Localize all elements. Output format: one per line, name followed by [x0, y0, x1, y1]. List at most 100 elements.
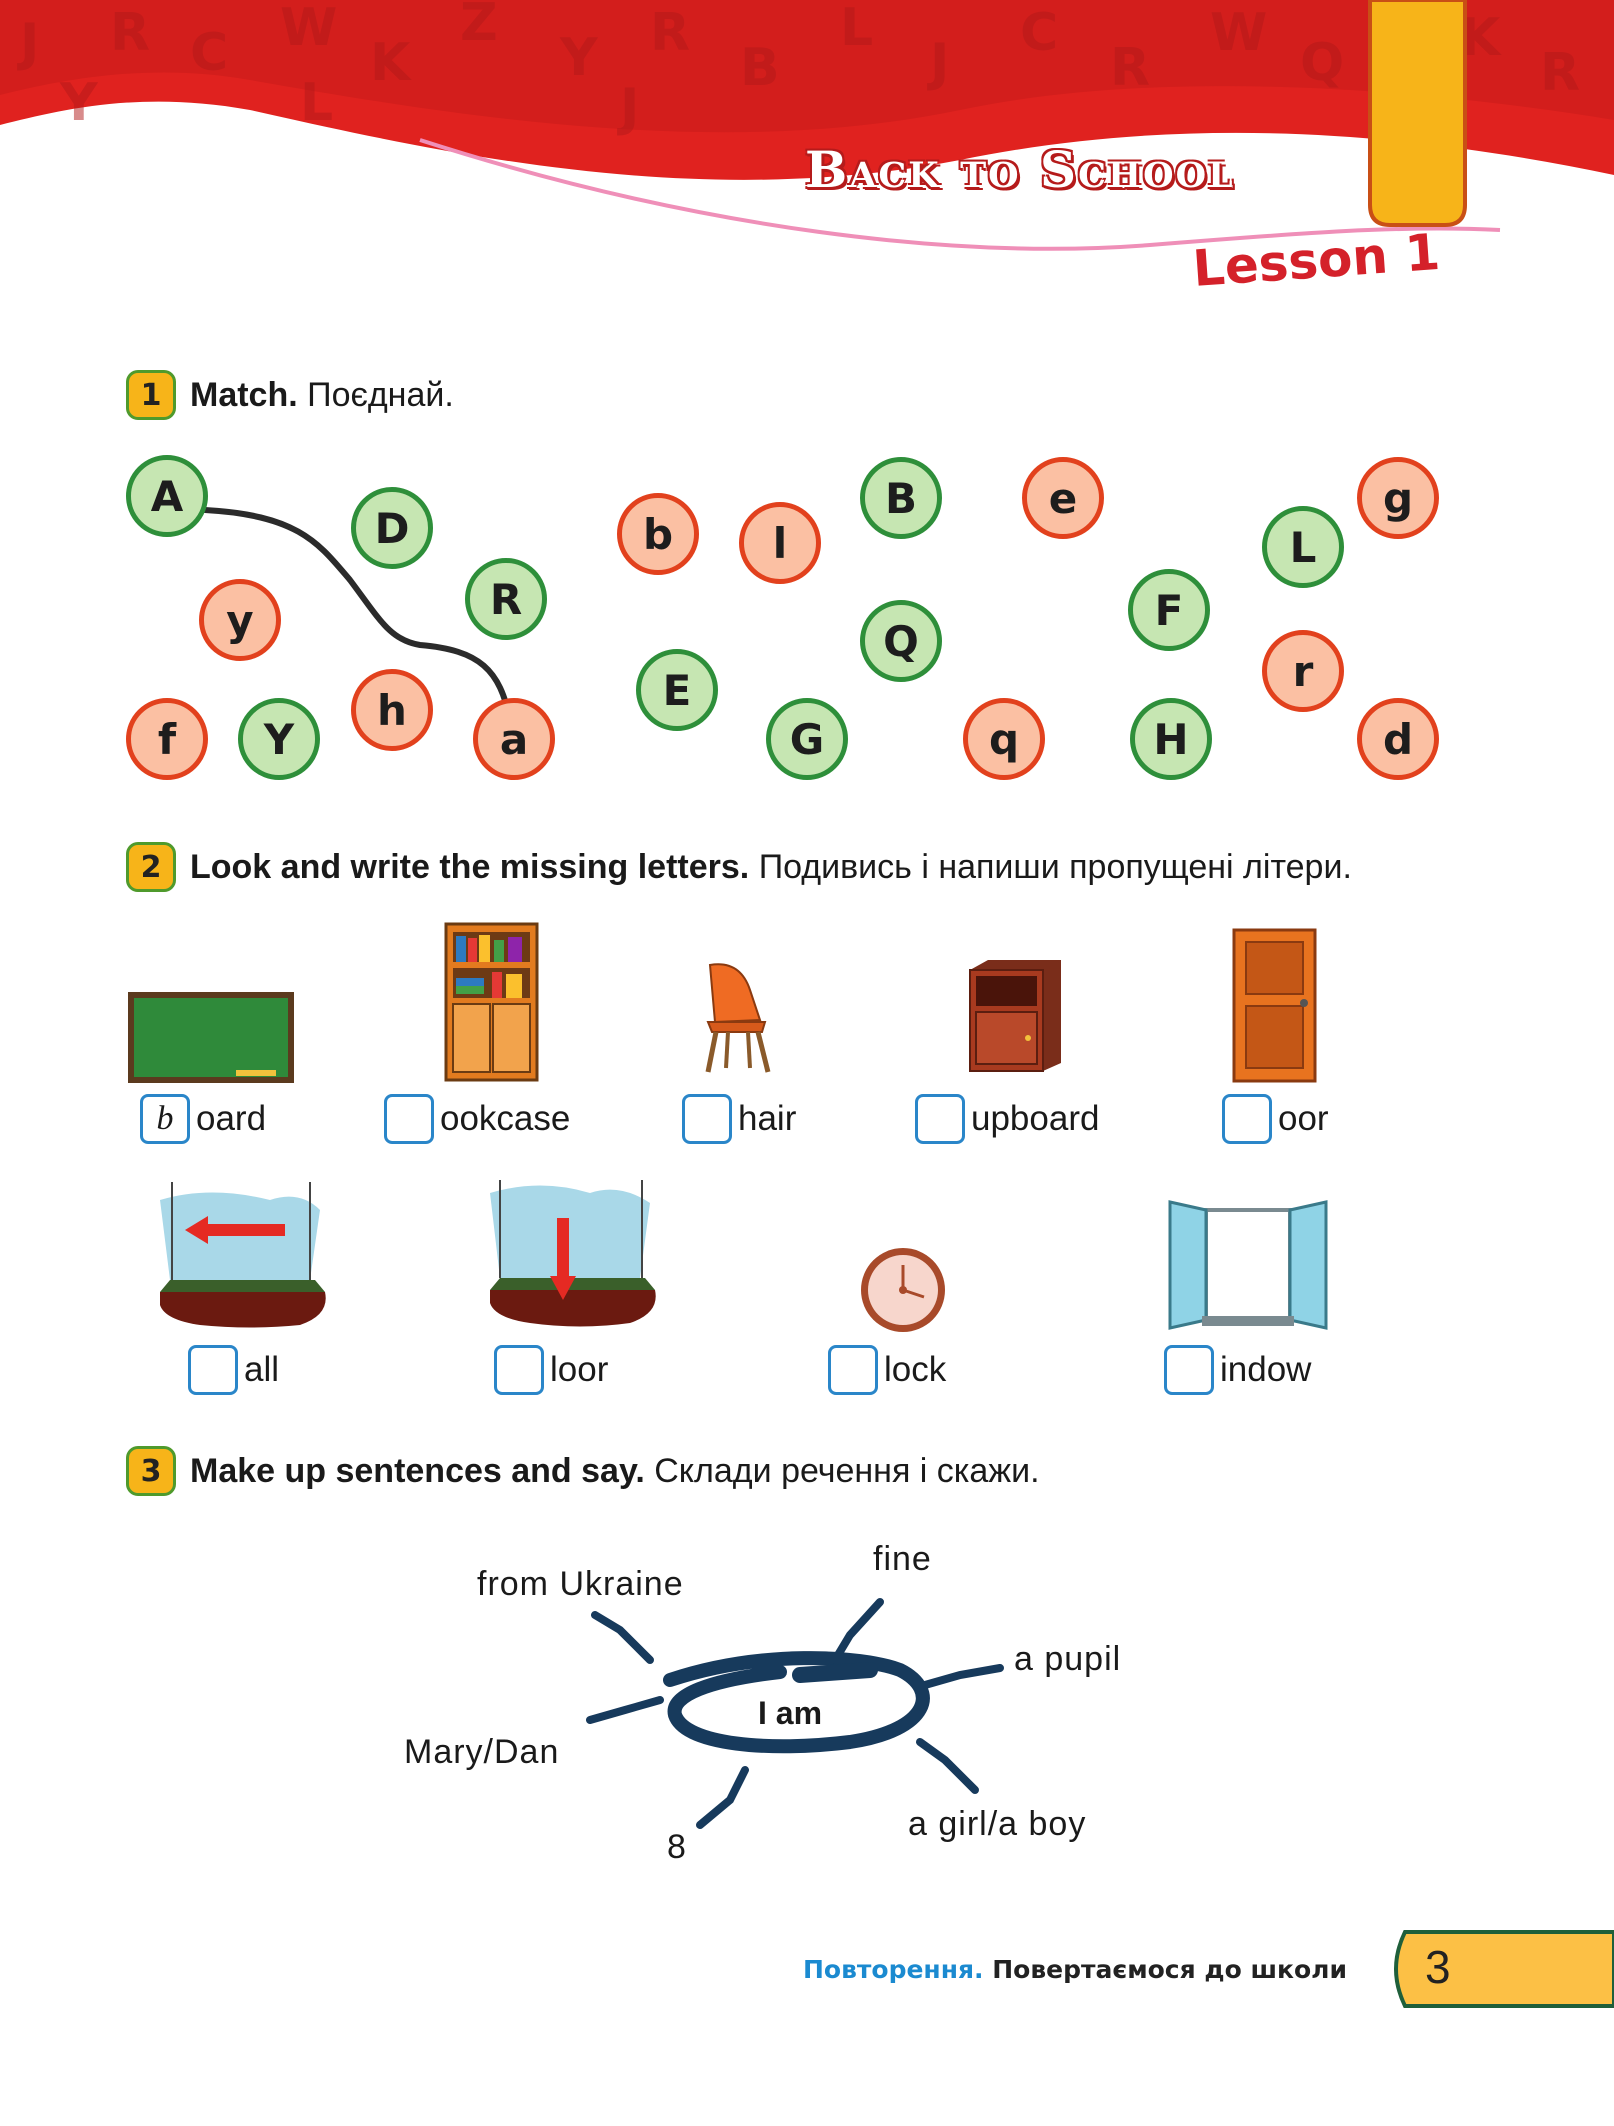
svg-text:R: R	[1540, 43, 1580, 103]
door-icon	[1232, 928, 1317, 1083]
window-icon	[1168, 1200, 1328, 1330]
letter-box[interactable]	[828, 1345, 878, 1395]
word-board: b oard	[140, 1094, 266, 1144]
mind-map-word: Mary/Dan	[404, 1733, 560, 1771]
letter-circle-h[interactable]: h	[351, 669, 433, 751]
svg-text:Y: Y	[59, 73, 99, 133]
footer-section: Повторення.	[803, 1955, 984, 1984]
letter-box[interactable]	[1222, 1094, 1272, 1144]
word-chair: hair	[682, 1094, 796, 1144]
svg-text:W: W	[1210, 3, 1267, 63]
letter-box[interactable]: b	[140, 1094, 190, 1144]
word-ending: oor	[1278, 1099, 1329, 1138]
cupboard-icon	[969, 960, 1061, 1072]
letter-box[interactable]	[1164, 1345, 1214, 1395]
letter-circle-B[interactable]: B	[860, 457, 942, 539]
letter-circle-Y[interactable]: Y	[238, 698, 320, 780]
letter-circle-L[interactable]: L	[1262, 506, 1344, 588]
footer-caption: Повторення. Повертаємося до школи	[803, 1955, 1347, 1984]
letter-box[interactable]	[494, 1345, 544, 1395]
letter-circle-F[interactable]: F	[1128, 569, 1210, 651]
word-bookcase: ookcase	[384, 1094, 570, 1144]
letter-circle-a[interactable]: a	[473, 698, 555, 780]
mind-map-diagram	[586, 1598, 1004, 1829]
task-instruction-en: Match.	[190, 375, 298, 414]
page-number-tab	[1394, 1930, 1614, 2008]
word-ending: lock	[884, 1350, 947, 1389]
word-ending: oard	[196, 1099, 267, 1138]
mind-map-word: fine	[873, 1540, 932, 1578]
letter-circle-E[interactable]: E	[636, 649, 718, 731]
letter-circle-q[interactable]: q	[963, 698, 1045, 780]
word-ending: loor	[550, 1350, 609, 1389]
svg-text:K: K	[370, 33, 412, 93]
bookcase-icon	[444, 922, 539, 1082]
letter-box[interactable]	[384, 1094, 434, 1144]
blackboard-icon	[128, 992, 294, 1083]
match-example-line	[202, 507, 513, 723]
letter-circle-A[interactable]: A	[126, 455, 208, 537]
letter-circle-e[interactable]: e	[1022, 457, 1104, 539]
letter-circle-d[interactable]: d	[1357, 698, 1439, 780]
svg-text:Y: Y	[559, 28, 599, 88]
letter-circle-r[interactable]: r	[1262, 630, 1344, 712]
word-window: indow	[1164, 1345, 1311, 1395]
footer-subtitle: Повертаємося до школи	[992, 1955, 1347, 1984]
mind-map-center: I am	[758, 1695, 823, 1731]
svg-text:Q: Q	[1300, 33, 1344, 93]
task-instruction-en: Make up sentences and say.	[190, 1451, 645, 1490]
task-instruction-ua: Склади речення і скажи.	[654, 1451, 1040, 1490]
svg-text:L: L	[300, 73, 333, 133]
letter-circle-Q[interactable]: Q	[860, 600, 942, 682]
svg-text:R: R	[650, 3, 690, 63]
svg-text:Z: Z	[460, 0, 498, 53]
letter-circle-g[interactable]: g	[1357, 457, 1439, 539]
letter-circle-f[interactable]: f	[126, 698, 208, 780]
svg-text:J: J	[927, 33, 949, 93]
svg-text:B: B	[740, 38, 780, 98]
task-1-heading: 1 Match. Поєднай.	[126, 370, 454, 420]
task-instruction: Make up sentences and say. Склади реченн…	[190, 1452, 1040, 1491]
word-ending: ookcase	[440, 1099, 571, 1138]
clock-icon	[861, 1248, 945, 1332]
task-instruction-en: Look and write the missing letters.	[190, 847, 750, 886]
letter-box[interactable]	[682, 1094, 732, 1144]
svg-text:L: L	[840, 0, 873, 58]
svg-text:W: W	[280, 0, 337, 58]
floor-icon	[490, 1180, 656, 1327]
svg-text:C: C	[1020, 3, 1058, 63]
mind-map-word: a girl/a boy	[908, 1805, 1087, 1843]
task-number-badge: 2	[126, 842, 176, 892]
word-floor: loor	[494, 1345, 608, 1395]
svg-text:J: J	[17, 13, 39, 73]
svg-text:C: C	[190, 23, 228, 83]
task-instruction-ua: Поєднай.	[307, 375, 454, 414]
task-instruction: Look and write the missing letters. Поди…	[190, 848, 1352, 887]
letter-circle-y[interactable]: y	[199, 579, 281, 661]
mind-map-word: from Ukraine	[477, 1565, 684, 1603]
task-number-badge: 1	[126, 370, 176, 420]
svg-text:R: R	[1110, 38, 1150, 98]
letter-circle-R[interactable]: R	[465, 558, 547, 640]
letter-circle-b[interactable]: b	[617, 493, 699, 575]
word-cupboard: upboard	[915, 1094, 1099, 1144]
mind-map-word: 8	[667, 1828, 687, 1866]
word-ending: indow	[1220, 1350, 1312, 1389]
letter-box[interactable]	[915, 1094, 965, 1144]
letter-circle-G[interactable]: G	[766, 698, 848, 780]
mind-map-word: a pupil	[1014, 1640, 1122, 1678]
word-wall: all	[188, 1345, 279, 1395]
unit-title: Back to School	[805, 140, 1235, 199]
chair-icon	[705, 963, 771, 1073]
letter-box[interactable]	[188, 1345, 238, 1395]
page-number: 3	[1425, 1941, 1451, 1993]
letter-circle-l[interactable]: l	[739, 502, 821, 584]
letter-circle-D[interactable]: D	[351, 487, 433, 569]
task-number-badge: 3	[126, 1446, 176, 1496]
letter-circle-H[interactable]: H	[1130, 698, 1212, 780]
word-ending: hair	[738, 1099, 797, 1138]
word-door: oor	[1222, 1094, 1329, 1144]
word-ending: all	[244, 1350, 280, 1389]
